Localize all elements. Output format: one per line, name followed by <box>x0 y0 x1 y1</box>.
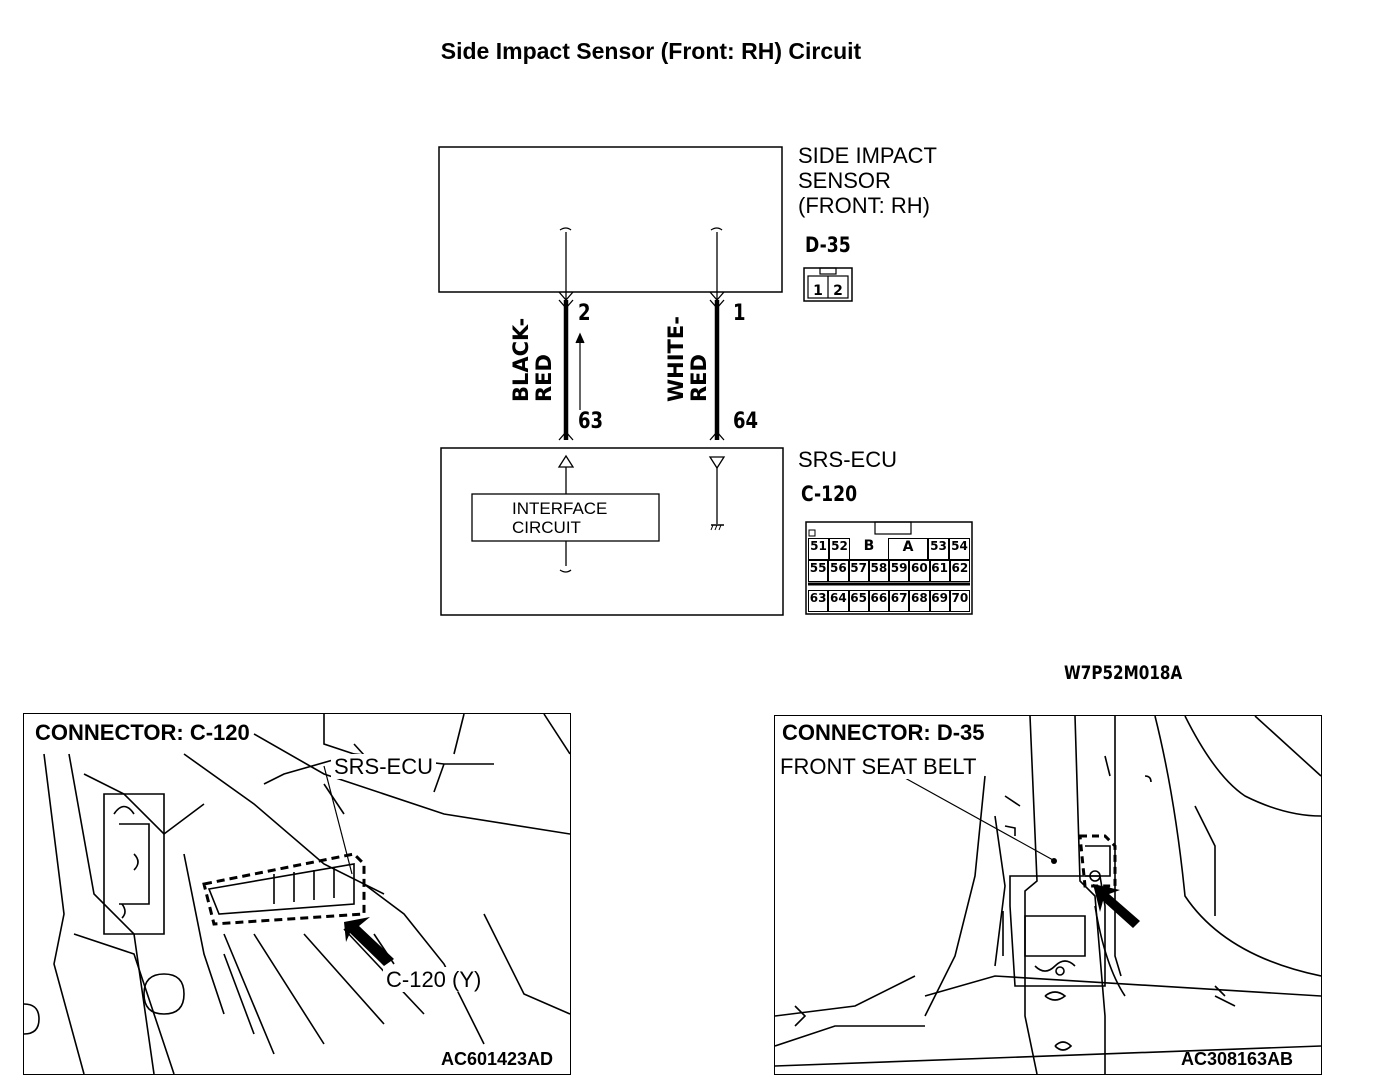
c120-connector-outline <box>805 521 973 615</box>
c120-location-illustration <box>24 714 570 1074</box>
c120-bottom-row: 63 64 65 66 67 68 69 70 <box>808 590 970 612</box>
ecu-name: SRS-ECU <box>798 447 898 472</box>
d35-connector-icon: 1 2 <box>803 267 853 302</box>
wire1-color-line-1: BLACK- <box>509 317 533 402</box>
d35-photo-callout: FRONT SEAT BELT <box>777 754 980 779</box>
d35-location-illustration <box>775 716 1321 1074</box>
c120-pin: 61 <box>929 560 950 582</box>
d35-photo-code: AC308163AB <box>1181 1049 1294 1069</box>
c120-key-b: B <box>850 538 888 560</box>
c120-pin: 58 <box>868 560 889 582</box>
sensor-name: SIDE IMPACT SENSOR (FRONT: RH) <box>798 143 937 218</box>
interface-line-1: INTERFACE <box>512 499 608 518</box>
c120-pin: 59 <box>889 560 910 582</box>
c120-pin: 63 <box>808 590 829 612</box>
c120-photo-callout-connector: C-120 (Y) <box>383 967 485 992</box>
sensor-name-line-1: SIDE IMPACT <box>798 143 937 168</box>
sensor-pin-label-wire2: 1 <box>733 301 746 326</box>
c120-pin: 64 <box>828 590 849 612</box>
page-title: Side Impact Sensor (Front: RH) Circuit <box>440 38 862 64</box>
sensor-name-line-2: SENSOR <box>798 168 891 193</box>
c120-mid-row: 55 56 57 58 59 60 61 62 <box>808 560 970 582</box>
interface-line-2: CIRCUIT <box>512 518 581 537</box>
c120-pin: 66 <box>868 590 889 612</box>
c120-photo-heading: CONNECTOR: C-120 <box>32 720 253 746</box>
c120-pin: 70 <box>949 590 970 612</box>
c120-pin: 60 <box>909 560 930 582</box>
circuit-diagram: 1 2 <box>438 146 973 616</box>
c120-pin: 65 <box>848 590 869 612</box>
c120-photo-code: AC601423AD <box>441 1049 554 1069</box>
c120-pin: 54 <box>949 538 970 560</box>
sensor-name-line-3: (FRONT: RH) <box>798 193 930 218</box>
c120-pin: 51 <box>808 538 829 560</box>
d35-photo-heading: CONNECTOR: D-35 <box>779 720 988 746</box>
d35-pin-2: 2 <box>833 283 843 299</box>
c120-key-a: A <box>888 538 928 560</box>
ecu-box <box>440 447 784 616</box>
c120-pin: 55 <box>808 560 829 582</box>
connector-d35-photo: CONNECTOR: D-35 FRONT SEAT BELT AC308163… <box>774 715 1322 1075</box>
diagram-code: W7P52M018A <box>1064 662 1183 684</box>
d35-pin-1: 1 <box>813 283 823 299</box>
ecu-pin-label-wire2: 64 <box>733 409 759 434</box>
c120-pin: 68 <box>909 590 930 612</box>
c120-pin: 69 <box>929 590 950 612</box>
wire-white-red <box>708 227 726 531</box>
wire-black-red <box>557 227 585 573</box>
sensor-connector-id: D-35 <box>805 233 851 257</box>
c120-pin: 52 <box>829 538 850 560</box>
wire1-color-line-2: RED <box>532 354 556 402</box>
connector-c120-photo: CONNECTOR: C-120 SRS-ECU C-120 (Y) AC601… <box>23 713 571 1075</box>
ecu-connector-id: C-120 <box>801 482 858 506</box>
c120-top-row: 51 52 B A 53 54 <box>808 538 970 560</box>
ecu-pin-label-wire1: 63 <box>578 409 604 434</box>
c120-pin: 57 <box>848 560 869 582</box>
c120-pin: 62 <box>949 560 970 582</box>
sensor-box <box>438 146 783 293</box>
wire2-color-line-1: WHITE- <box>664 316 688 402</box>
c120-pin: 53 <box>928 538 949 560</box>
sensor-pin-label-wire1: 2 <box>578 301 591 326</box>
c120-pin: 67 <box>889 590 910 612</box>
interface-circuit-label: INTERFACE CIRCUIT <box>512 499 607 537</box>
wire2-color-line-2: RED <box>687 354 711 402</box>
c120-photo-callout-ecu: SRS-ECU <box>331 754 437 779</box>
c120-pin: 56 <box>828 560 849 582</box>
